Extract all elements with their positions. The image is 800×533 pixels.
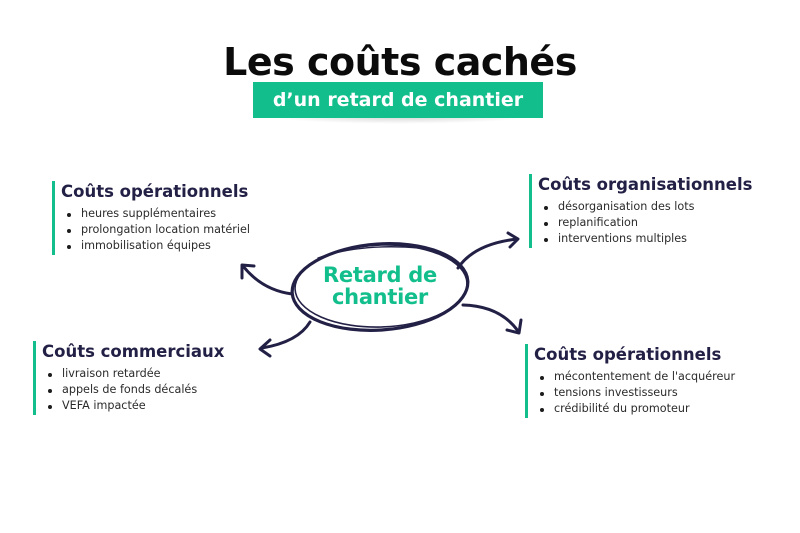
arrow-bottom-left xyxy=(260,320,312,350)
branch-item-list: désorganisation des lots replanification… xyxy=(538,199,694,247)
list-item: prolongation location matériel xyxy=(67,223,250,236)
branch-card-top-left: Coûts opérationnels heures supplémentair… xyxy=(52,181,292,255)
list-item: interventions multiples xyxy=(543,231,694,247)
branch-heading: Coûts organisationnels xyxy=(538,175,753,194)
branch-card-top-right: Coûts organisationnels désorganisation d… xyxy=(529,174,779,248)
center-topic: Retard de chantier xyxy=(300,264,460,308)
list-item: livraison retardée xyxy=(47,366,197,382)
branch-item-list: heures supplémentaires prolongation loca… xyxy=(61,206,250,254)
list-item: appels de fonds décalés xyxy=(47,383,198,396)
list-item: mécontentement de l'acquéreur xyxy=(539,370,736,383)
branch-item-list: mécontentement de l'acquéreur tensions i… xyxy=(534,369,735,417)
center-topic-line1: Retard de xyxy=(323,263,437,287)
center-topic-line2: chantier xyxy=(332,285,428,309)
page-title: Les coûts cachés xyxy=(223,40,577,84)
arrow-bottom-right xyxy=(461,303,520,333)
list-item: heures supplémentaires xyxy=(67,206,250,222)
list-item: désorganisation des lots xyxy=(543,200,695,213)
page-subtitle: d’un retard de chantier xyxy=(253,82,543,118)
branch-heading: Coûts commerciaux xyxy=(42,342,225,361)
list-item: replanification xyxy=(543,215,694,231)
branch-heading: Coûts opérationnels xyxy=(61,182,249,201)
accent-bar xyxy=(529,174,532,248)
arrow-top-right xyxy=(456,237,519,270)
arrow-top-left xyxy=(241,264,294,296)
branch-card-bottom-left: Coûts commerciaux livraison retardée app… xyxy=(33,341,263,415)
list-item: immobilisation équipes xyxy=(67,238,250,254)
accent-bar xyxy=(525,344,528,418)
list-item: crédibilité du promoteur xyxy=(539,401,735,417)
list-item: VEFA impactée xyxy=(47,398,197,414)
accent-bar xyxy=(52,181,55,255)
branch-card-bottom-right: Coûts opérationnels mécontentement de l'… xyxy=(525,344,775,418)
branch-item-list: livraison retardée appels de fonds décal… xyxy=(42,366,197,414)
branch-heading: Coûts opérationnels xyxy=(534,345,722,364)
list-item: tensions investisseurs xyxy=(539,385,735,401)
accent-bar xyxy=(33,341,36,415)
